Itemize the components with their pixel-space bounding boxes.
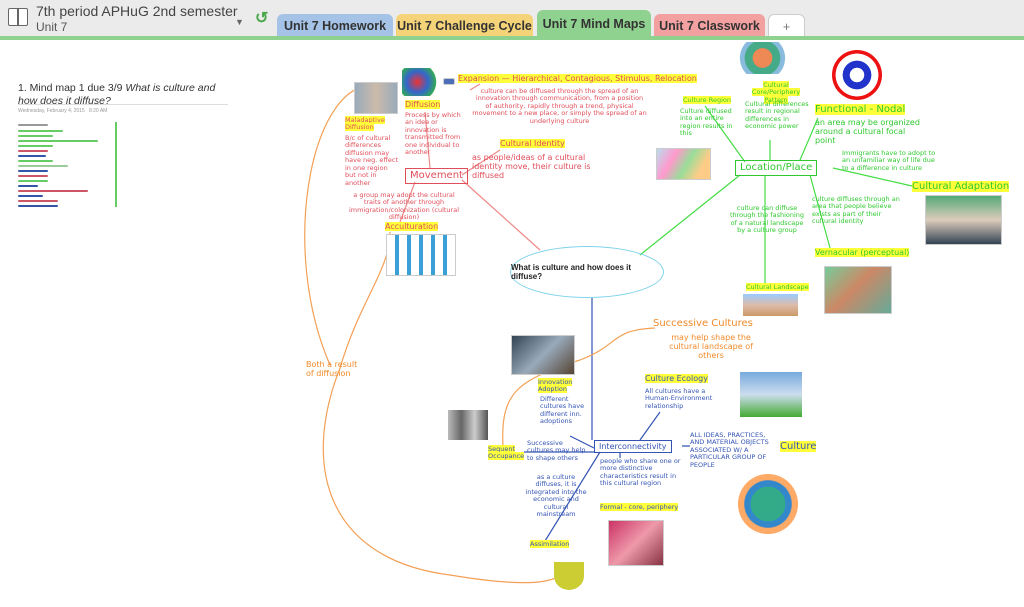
title-rule <box>18 104 228 105</box>
tab-unit7-classwork[interactable]: Unit 7 Classwork <box>654 14 765 38</box>
vernacular-map-image[interactable] <box>824 266 892 314</box>
culture-region-label[interactable]: Culture Region <box>683 96 731 104</box>
notebook-title[interactable]: 7th period APHuG 2nd semester <box>36 3 238 19</box>
list-line <box>18 205 58 207</box>
interconnectivity-box[interactable]: Interconnectivity <box>594 440 672 454</box>
diffusion-label[interactable]: Diffusion <box>405 100 441 109</box>
expansion-note: culture can be diffused through the spre… <box>472 87 647 125</box>
maladaptive-note: B/c of cultural differences diffusion ma… <box>345 134 398 187</box>
central-topic[interactable]: What is culture and how does it diffuse? <box>510 246 664 298</box>
maladaptive-label[interactable]: Maladaptive Diffusion <box>345 116 385 132</box>
identity-note: as people/ideas of a cultural identity m… <box>472 153 591 181</box>
sequent-occupance-label[interactable]: Sequent Occupance <box>488 445 525 461</box>
tab-unit7-challenge-cycle[interactable]: Unit 7 Challenge Cycle <box>396 14 533 38</box>
core-periphery-diagram-image[interactable] <box>735 42 790 74</box>
culture-note: ALL IDEAS, PRACTICES, AND MATERIAL OBJEC… <box>690 431 769 469</box>
melting-pot-image[interactable] <box>554 562 584 590</box>
culture-region-note: Culture diffused into an entire region r… <box>680 107 733 138</box>
tab-unit7-mind-maps[interactable]: Unit 7 Mind Maps <box>537 10 651 38</box>
connector-red <box>461 179 541 251</box>
location-place-box[interactable]: Location/Place <box>735 160 818 176</box>
both-result-label: Both a result of diffusion <box>306 360 358 379</box>
assimilation-label[interactable]: Assimilation <box>530 540 570 548</box>
list-line <box>18 135 53 137</box>
tab-underline <box>0 36 1024 40</box>
list-line <box>18 170 48 172</box>
ecology-image[interactable] <box>740 372 802 417</box>
diagram-image[interactable] <box>386 234 456 276</box>
connector-blue <box>524 298 690 542</box>
formal-note: people who share one or more distinctive… <box>600 457 681 488</box>
list-line <box>18 155 46 157</box>
culture-ecology-label[interactable]: Culture Ecology <box>645 374 708 383</box>
container-divider <box>115 122 117 207</box>
list-line <box>18 175 48 177</box>
list-line <box>18 160 53 162</box>
pyramids-image[interactable] <box>743 294 798 316</box>
children-laptop-image[interactable] <box>511 335 575 375</box>
connector-orange <box>304 84 656 584</box>
core-periphery-note: Cultural differences result in regional … <box>745 100 809 131</box>
movement-box[interactable]: Movement <box>405 168 468 184</box>
formal-label[interactable]: Formal - core, periphery <box>600 503 679 511</box>
adaptation-note: Immigrants have to adopt to an unfamilia… <box>842 149 936 172</box>
successive-note: may help shape the cultural landscape of… <box>669 333 753 361</box>
date: Wednesday, February 4, 2015 <box>18 108 85 114</box>
portraits-image[interactable] <box>448 410 488 440</box>
time: 8:20 AM <box>88 108 108 114</box>
acculturation-label[interactable]: Acculturation <box>385 222 439 231</box>
ecology-note: All cultures have a Human-Environment re… <box>645 387 713 410</box>
list-line <box>18 124 48 126</box>
cultural-landscape-label[interactable]: Cultural Landscape <box>746 283 809 291</box>
list-line <box>18 180 48 182</box>
section-name[interactable]: Unit 7 <box>36 20 68 34</box>
sync-icon[interactable]: ↺ <box>255 10 269 27</box>
target-image[interactable] <box>832 50 882 100</box>
landscape-note: culture can diffuse through the fashioni… <box>729 204 805 235</box>
formal-region-people-image[interactable] <box>608 520 664 566</box>
acculturation-note: a group may adopt the cultural traits of… <box>348 191 460 222</box>
list-line <box>18 140 98 142</box>
list-line <box>18 150 48 152</box>
vernacular-note: culture diffuses through an area that pe… <box>812 195 900 226</box>
list-line <box>18 200 58 202</box>
add-section-button[interactable]: + <box>768 14 805 38</box>
diffusion-note: Process by which an idea or innovation i… <box>405 111 461 157</box>
us-map-image[interactable] <box>402 68 440 96</box>
assimilation-note: as a culture diffuses, it is integrated … <box>525 473 587 519</box>
list-line <box>18 145 53 147</box>
connector-red-branches <box>399 83 501 223</box>
innovation-note: Different cultures have different inn. a… <box>540 395 585 426</box>
blue-shape-image[interactable] <box>443 78 455 85</box>
cultural-identity-label[interactable]: Cultural Identity <box>500 139 565 148</box>
cultural-adaptation-label[interactable]: Cultural Adaptation <box>912 181 1010 192</box>
list-line <box>18 165 68 167</box>
successive-cultures-label[interactable]: Successive Cultures <box>653 318 753 329</box>
notebook-icon[interactable] <box>8 8 28 26</box>
functional-note: an area may be organized around a cultur… <box>815 118 920 146</box>
title-prefix: 1. Mind map 1 due 3/9 <box>18 82 126 94</box>
culture-label[interactable]: Culture <box>780 441 817 452</box>
list-line <box>18 185 38 187</box>
vernacular-label[interactable]: Vernacular (perceptual) <box>815 248 910 257</box>
world-regions-map-image[interactable] <box>656 148 711 180</box>
connector-green <box>639 105 913 284</box>
family-photo-image[interactable] <box>925 195 1002 245</box>
sequent-note: Successive cultures may help to shape ot… <box>527 439 586 462</box>
list-line <box>18 195 43 197</box>
list-line <box>18 130 63 132</box>
page-date: Wednesday, February 4, 2015 8:20 AM <box>18 108 107 114</box>
cartoon-image[interactable] <box>354 82 398 114</box>
innovation-adoption-label[interactable]: Innovation Adoption <box>538 378 573 394</box>
chevron-down-icon[interactable]: ▼ <box>235 17 244 27</box>
children-globe-image[interactable] <box>738 474 798 534</box>
list-line <box>18 190 88 192</box>
expansion-label[interactable]: Expansion — Hierarchical, Contagious, St… <box>458 74 697 83</box>
tab-unit7-homework[interactable]: Unit 7 Homework <box>277 14 393 38</box>
functional-nodal-label[interactable]: Functional - Nodal <box>815 104 906 115</box>
